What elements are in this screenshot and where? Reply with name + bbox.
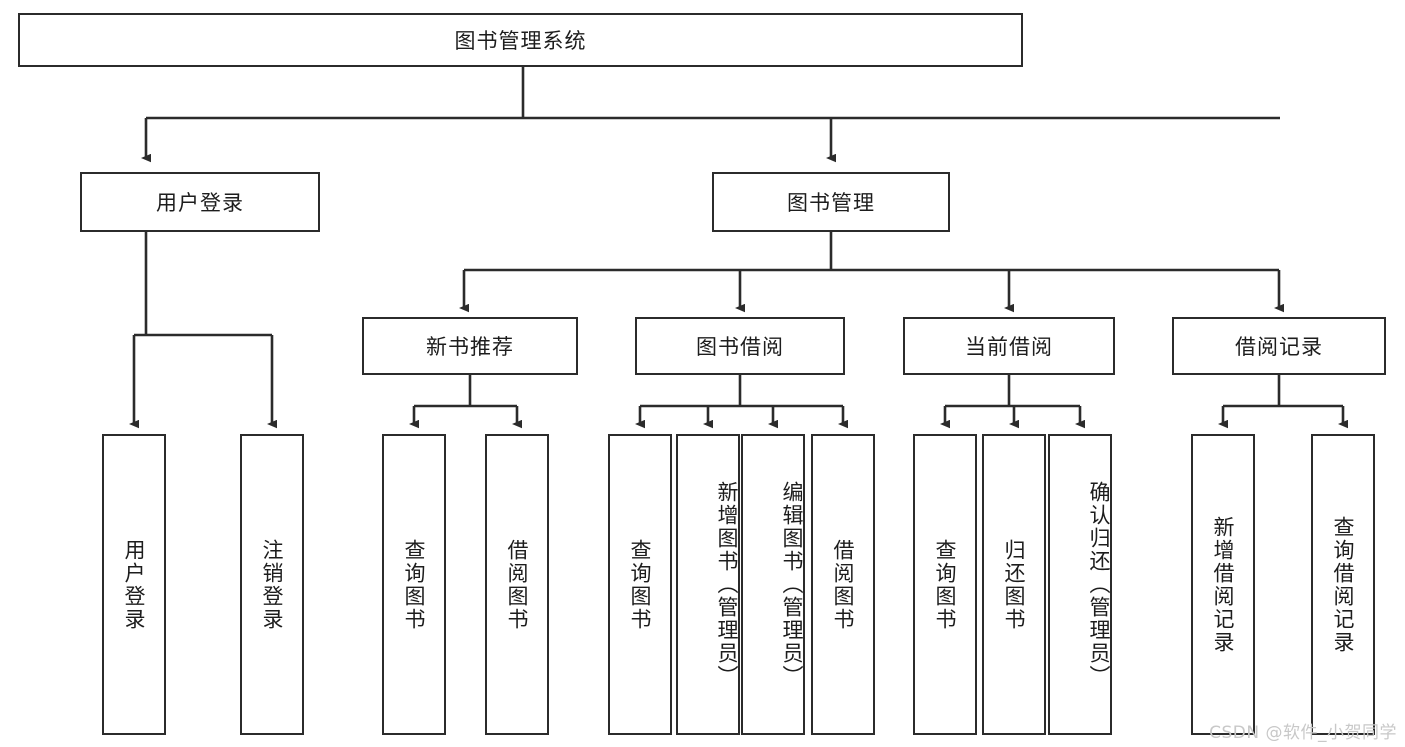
leaf-query-book-3[interactable]: 查询图书 [913, 434, 977, 735]
leaf-edit-book-admin[interactable]: 编辑图书（管理员） [741, 434, 805, 735]
leaf-user-login-label: 用户登录 [122, 538, 147, 631]
node-book-borrow[interactable]: 图书借阅 [635, 317, 845, 375]
leaf-add-book-admin-label: 新增图书（管理员） [715, 481, 739, 688]
node-current-borrow-label: 当前借阅 [965, 335, 1053, 359]
node-new-book-recommend[interactable]: 新书推荐 [362, 317, 578, 375]
watermark: CSDN @软件_小贺同学 [1209, 723, 1397, 743]
node-book-borrow-label: 图书借阅 [696, 335, 784, 359]
leaf-return-book-label: 归还图书 [1002, 538, 1027, 631]
leaf-return-book[interactable]: 归还图书 [982, 434, 1046, 735]
leaf-add-book-admin[interactable]: 新增图书（管理员） [676, 434, 740, 735]
leaf-confirm-return-admin-label: 确认归还（管理员） [1087, 481, 1111, 688]
leaf-query-borrow-record[interactable]: 查询借阅记录 [1311, 434, 1375, 735]
leaf-query-book-1[interactable]: 查询图书 [382, 434, 446, 735]
node-book-management[interactable]: 图书管理 [712, 172, 950, 232]
leaf-borrow-book-2[interactable]: 借阅图书 [811, 434, 875, 735]
node-borrow-record[interactable]: 借阅记录 [1172, 317, 1386, 375]
node-user-login[interactable]: 用户登录 [80, 172, 320, 232]
leaf-borrow-book-1-label: 借阅图书 [505, 538, 530, 631]
leaf-add-borrow-record-label: 新增借阅记录 [1211, 515, 1236, 654]
leaf-add-borrow-record[interactable]: 新增借阅记录 [1191, 434, 1255, 735]
leaf-query-borrow-record-label: 查询借阅记录 [1331, 515, 1356, 654]
leaf-logout-login[interactable]: 注销登录 [240, 434, 304, 735]
leaf-query-book-3-label: 查询图书 [933, 538, 958, 631]
leaf-query-book-2[interactable]: 查询图书 [608, 434, 672, 735]
node-book-management-label: 图书管理 [787, 191, 875, 215]
node-root[interactable]: 图书管理系统 [18, 13, 1023, 67]
node-new-book-recommend-label: 新书推荐 [426, 335, 514, 359]
leaf-confirm-return-admin[interactable]: 确认归还（管理员） [1048, 434, 1112, 735]
node-borrow-record-label: 借阅记录 [1235, 335, 1323, 359]
leaf-query-book-2-label: 查询图书 [628, 538, 653, 631]
leaf-user-login[interactable]: 用户登录 [102, 434, 166, 735]
leaf-edit-book-admin-label: 编辑图书（管理员） [780, 481, 804, 688]
leaf-borrow-book-1[interactable]: 借阅图书 [485, 434, 549, 735]
leaf-logout-login-label: 注销登录 [260, 538, 285, 631]
leaf-query-book-1-label: 查询图书 [402, 538, 427, 631]
node-current-borrow[interactable]: 当前借阅 [903, 317, 1115, 375]
node-user-login-label: 用户登录 [156, 191, 244, 215]
node-root-label: 图书管理系统 [454, 29, 587, 53]
leaf-borrow-book-2-label: 借阅图书 [831, 538, 856, 631]
